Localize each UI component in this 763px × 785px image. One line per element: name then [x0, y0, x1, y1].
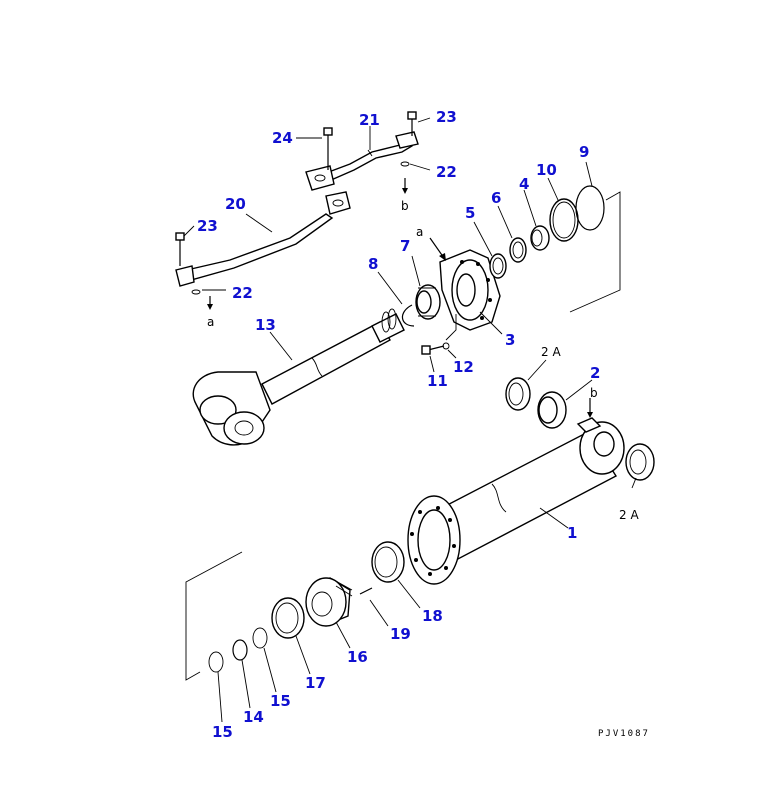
callout-14: 14	[243, 708, 264, 726]
callout-16: 16	[347, 648, 368, 666]
tube-21	[305, 131, 419, 191]
callout-2: 2	[590, 364, 600, 382]
arrow-a-head	[429, 237, 446, 261]
piston-rod-13	[192, 308, 405, 446]
bushing-7	[415, 284, 441, 320]
ring-15-left	[208, 651, 224, 673]
callout-8: 8	[368, 255, 378, 273]
callout-15-right: 15	[270, 692, 291, 710]
arrow-b-tube	[587, 398, 593, 418]
oring-22-left	[191, 289, 201, 295]
bolt-11	[421, 345, 445, 355]
callout-5: 5	[465, 204, 475, 222]
frame-lines	[185, 191, 621, 681]
washer-12	[442, 342, 450, 350]
drawing-code: PJV1087	[598, 729, 650, 739]
callout-18: 18	[422, 607, 443, 625]
callout-4: 4	[519, 175, 529, 193]
callout-6: 6	[491, 189, 501, 207]
bolt-23-right	[407, 111, 417, 136]
piston-16	[305, 577, 353, 627]
callout-1: 1	[567, 524, 577, 542]
dust-seal-4	[530, 225, 550, 251]
callout-23-right: 23	[436, 108, 457, 126]
cylinder-head-3	[439, 249, 501, 331]
ring-15-right	[252, 627, 268, 649]
callout-10: 10	[536, 161, 557, 179]
arrow-a-left	[207, 296, 213, 310]
ref-a-bottom: a	[207, 315, 214, 329]
callout-24: 24	[272, 129, 293, 147]
ring-17	[271, 597, 305, 639]
callout-23-left: 23	[197, 217, 218, 235]
ref-b-bottom: b	[590, 386, 598, 400]
callout-12: 12	[453, 358, 474, 376]
callout-11: 11	[427, 372, 448, 390]
cylinder-tube-1	[407, 417, 625, 585]
ring-10	[549, 198, 579, 242]
callout-20: 20	[225, 195, 246, 213]
snap-ring-8	[401, 304, 415, 327]
ref-2A-top: 2 A	[541, 345, 561, 359]
bolt-23-left	[175, 232, 185, 266]
bushing-2A-right	[625, 443, 655, 481]
callout-17: 17	[305, 674, 326, 692]
ref-b-top: b	[401, 199, 409, 213]
set-screw-19	[359, 587, 373, 595]
bushing-2	[537, 391, 567, 429]
ring-18	[371, 541, 405, 583]
callout-21: 21	[359, 111, 380, 129]
leader-lines	[183, 117, 637, 723]
seal-5	[489, 253, 507, 279]
arrow-b-top	[402, 178, 408, 194]
callout-13: 13	[255, 316, 276, 334]
ref-a-top: a	[416, 225, 423, 239]
callout-7: 7	[400, 237, 410, 255]
bushing-2A-top	[505, 377, 531, 411]
tube-20	[175, 191, 351, 287]
callout-19: 19	[390, 625, 411, 643]
oring-22-right	[400, 161, 410, 167]
ref-2A-right: 2 A	[619, 508, 639, 522]
snap-ring-9	[575, 185, 605, 231]
ring-14	[232, 639, 248, 661]
bolt-24	[323, 127, 333, 170]
callout-22-left: 22	[232, 284, 253, 302]
callout-9: 9	[579, 143, 589, 161]
head-leader	[445, 314, 457, 341]
callout-22-right: 22	[436, 163, 457, 181]
callout-3: 3	[505, 331, 515, 349]
callout-15-left: 15	[212, 723, 233, 741]
seal-6	[509, 237, 527, 263]
